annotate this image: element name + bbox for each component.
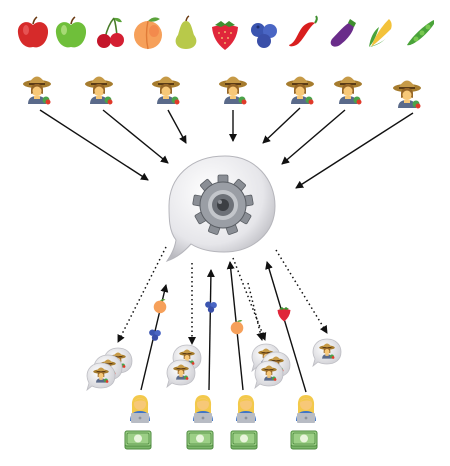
arrow <box>39 109 149 181</box>
farmer-icon <box>334 76 362 105</box>
corn-icon <box>369 19 392 47</box>
arrow <box>206 269 215 391</box>
blueberries-icon <box>149 329 161 341</box>
arrow <box>167 109 187 144</box>
bubble-stack <box>313 339 341 366</box>
cherries-icon <box>97 17 124 48</box>
peach-icon <box>230 319 244 335</box>
strawberry-icon <box>277 307 291 322</box>
pear-icon <box>175 15 197 49</box>
consumer-laptop-icon <box>296 395 316 423</box>
arrow <box>262 107 301 144</box>
money-icon <box>186 430 214 450</box>
blueberries-icon <box>251 23 277 48</box>
consumer-laptop-icon <box>236 395 256 423</box>
red-apple-icon <box>17 16 49 48</box>
dotted-arrow <box>117 246 167 343</box>
farmer-icon <box>23 76 51 105</box>
arrow <box>295 112 414 189</box>
arrow <box>281 109 346 165</box>
bubble-stack <box>167 345 201 387</box>
produce-row <box>17 15 434 50</box>
hot-pepper-icon <box>289 15 318 47</box>
green-apple-icon <box>55 16 87 48</box>
marketplace-hub <box>165 155 276 262</box>
consumer-laptop-icon <box>130 395 150 423</box>
consumer-laptop-icon <box>193 395 213 423</box>
bubble-stack <box>87 348 132 390</box>
peach-icon <box>153 298 167 314</box>
hub-to-consumer-dotted-arrows <box>117 246 328 345</box>
blueberries-icon <box>205 301 217 313</box>
money-icon <box>124 430 152 450</box>
flow-items <box>149 298 291 341</box>
farmers-row <box>23 76 421 109</box>
farmer-icon <box>152 76 180 105</box>
farmer-to-hub-arrows <box>39 107 414 189</box>
arrow <box>265 261 307 393</box>
farmer-icon <box>85 76 113 105</box>
consumers-row <box>130 395 316 423</box>
pea-pod-icon <box>407 20 434 46</box>
eggplant-icon <box>330 19 356 47</box>
strawberry-icon <box>212 21 238 50</box>
dotted-arrow <box>275 249 328 334</box>
farmer-icon <box>219 76 247 105</box>
arrow <box>102 109 169 164</box>
money-icon <box>230 430 258 450</box>
dotted-arrow <box>247 282 265 341</box>
money-icon <box>290 430 318 450</box>
money-row <box>124 430 318 450</box>
gear-icon <box>192 174 254 235</box>
farmer-icon <box>286 76 314 105</box>
bubble-stack <box>252 344 290 388</box>
dotted-arrow <box>232 257 267 341</box>
peach-icon <box>134 17 162 50</box>
farmer-icon <box>393 80 421 109</box>
